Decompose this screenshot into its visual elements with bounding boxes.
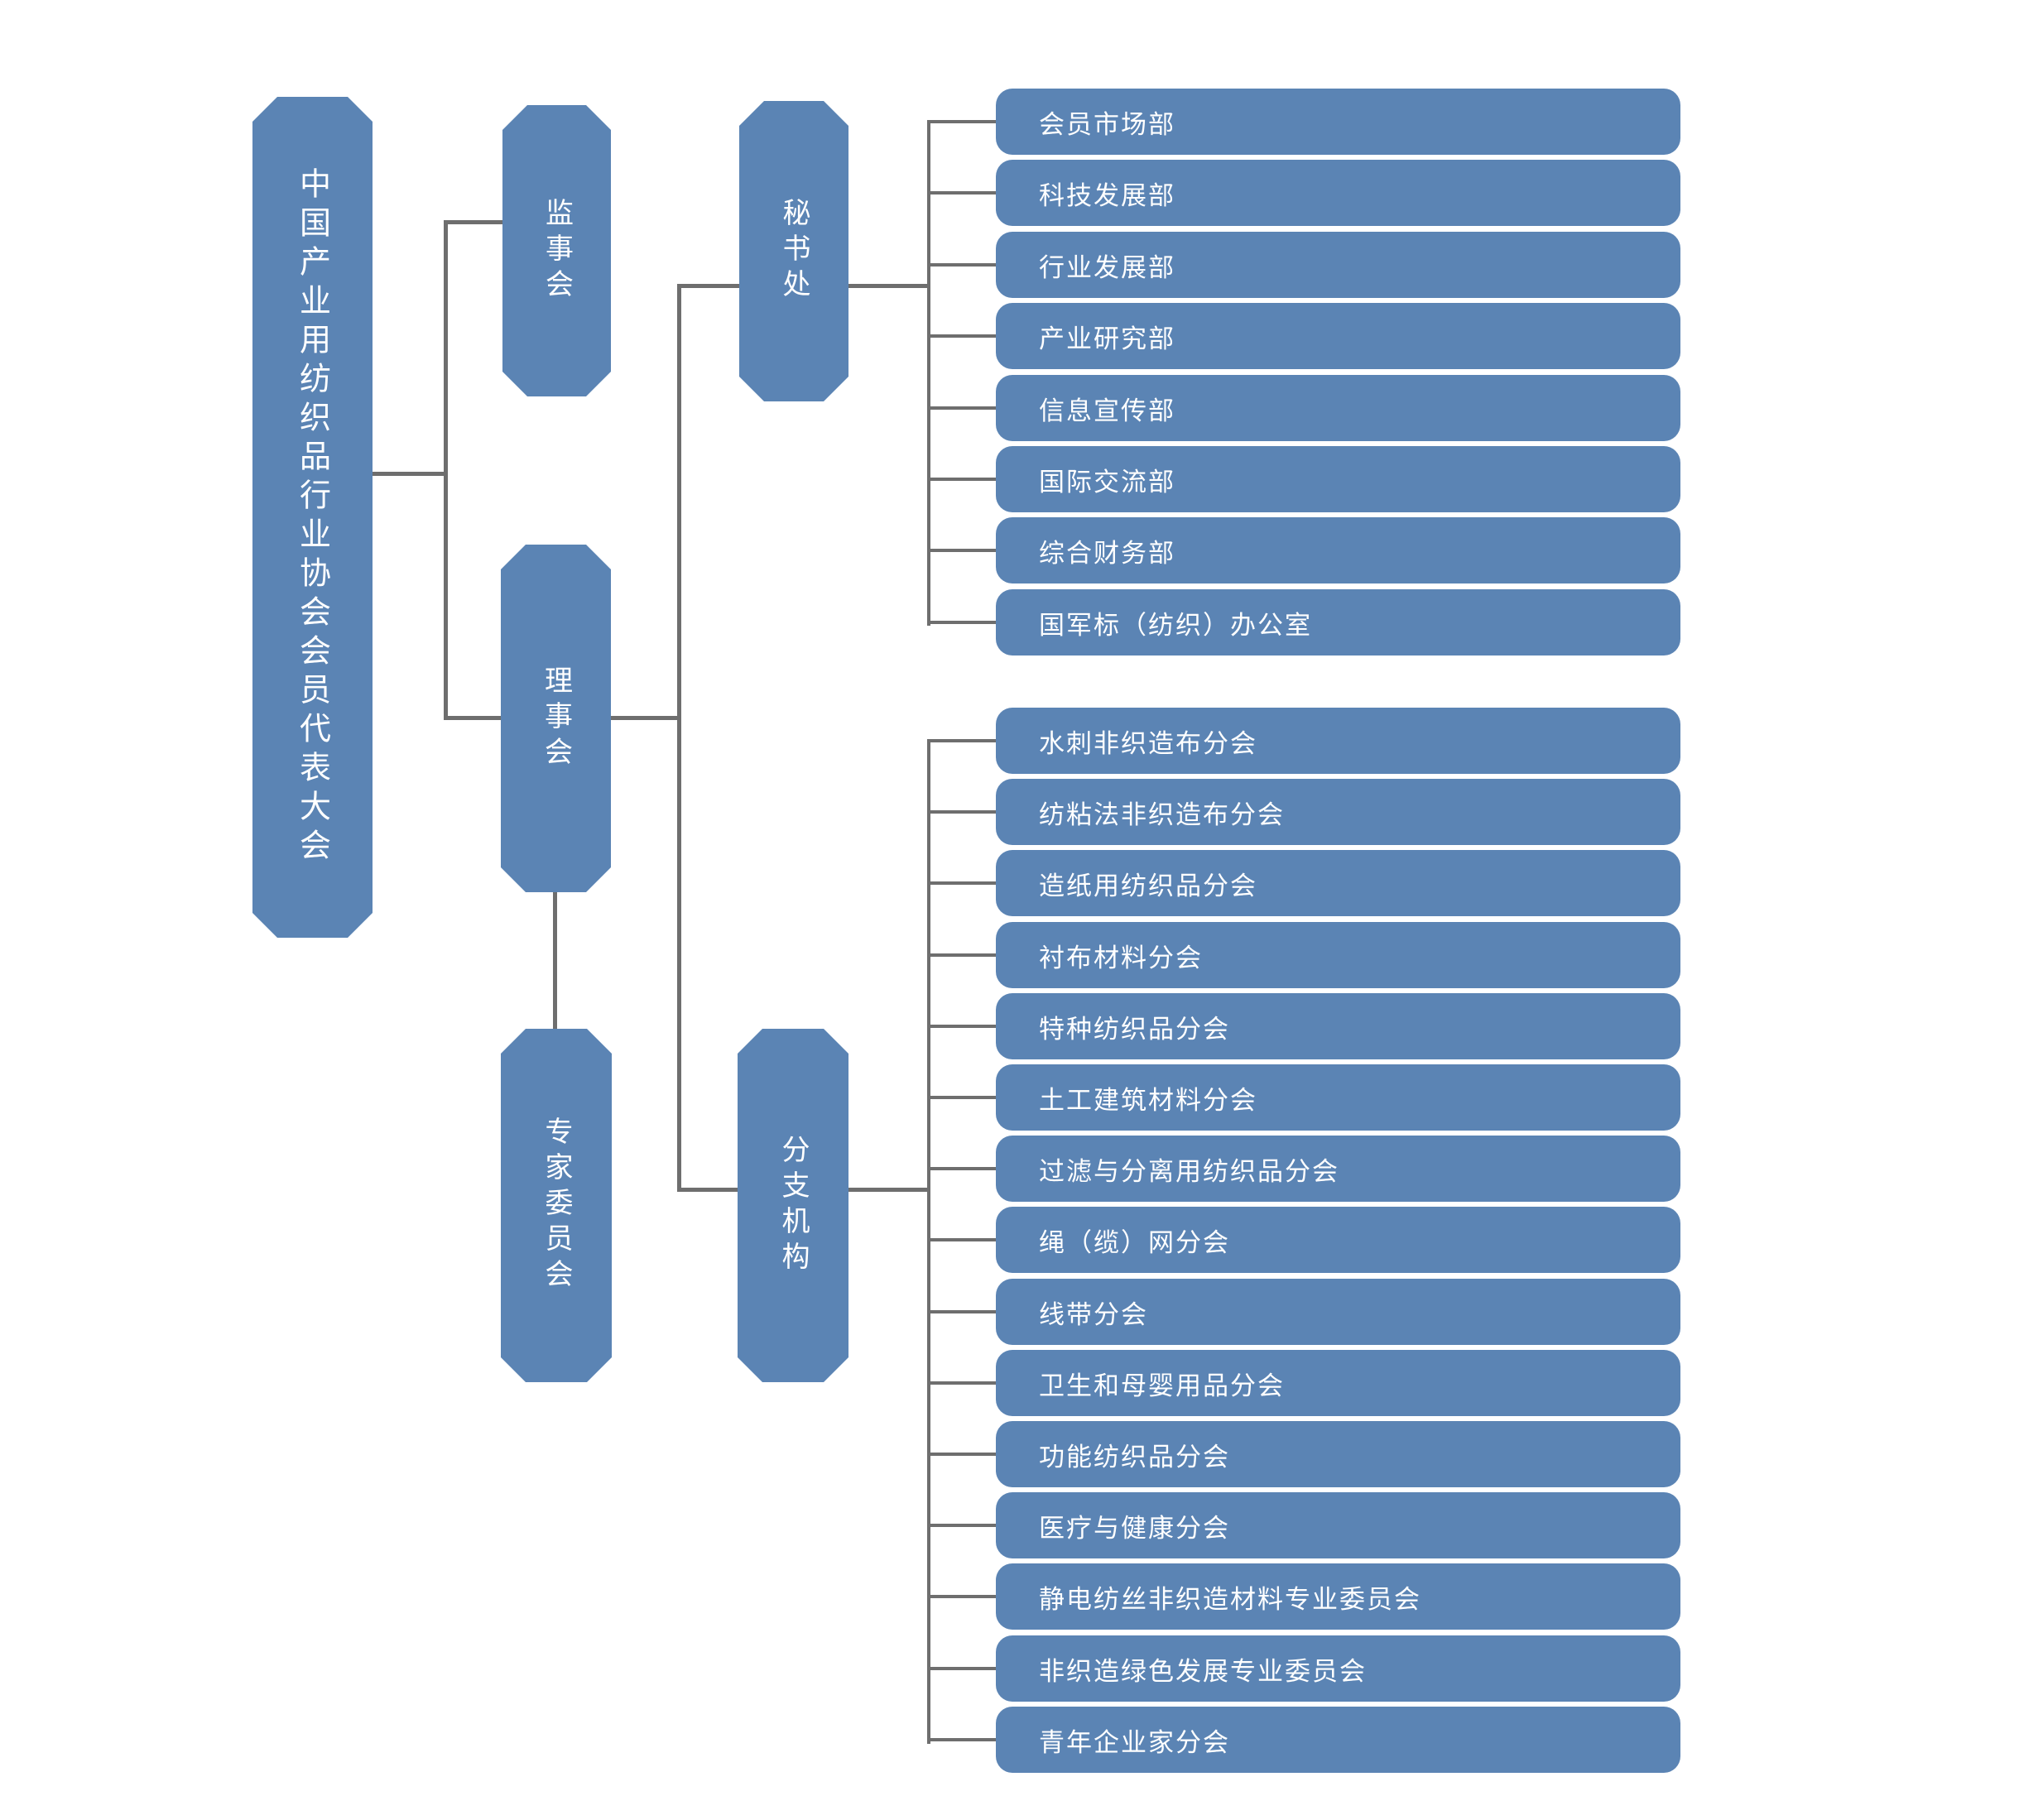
department-node: 行业发展部 [996, 232, 1680, 298]
connector-stub [927, 1595, 996, 1598]
connector-stub [927, 739, 996, 742]
connector-stub [927, 1167, 996, 1170]
branch-node: 过滤与分离用纺织品分会 [996, 1136, 1680, 1202]
connector-stub [927, 810, 996, 814]
council-label: 理事会 [539, 665, 573, 772]
connector-stub [927, 406, 996, 410]
connector-stub [927, 1381, 996, 1385]
supervisory-board-node: 监事会 [502, 105, 611, 396]
branch-node: 衬布材料分会 [996, 922, 1680, 988]
connector-secretariat-out [848, 284, 930, 288]
branch-node: 非织造绿色发展专业委员会 [996, 1635, 1680, 1702]
expert-committee-label: 专家委员会 [540, 1116, 573, 1294]
root-node: 中国产业用纺织品行业协会会员代表大会 [252, 97, 373, 938]
connector-root-to-trunk [373, 472, 448, 476]
branch-node: 水刺非织造布分会 [996, 708, 1680, 774]
branch-node: 静电纺丝非织造材料专业委员会 [996, 1563, 1680, 1630]
department-node: 国军标（纺织）办公室 [996, 589, 1680, 655]
branch-node: 土工建筑材料分会 [996, 1064, 1680, 1131]
connector-stub [927, 1738, 996, 1741]
secretariat-node: 秘书处 [739, 101, 848, 401]
connector-council-to-experts [553, 892, 557, 1029]
connector-stub [927, 1238, 996, 1241]
branch-node: 特种纺织品分会 [996, 993, 1680, 1059]
branch-node: 功能纺织品分会 [996, 1421, 1680, 1487]
connector-stub [927, 953, 996, 957]
department-node: 国际交流部 [996, 446, 1680, 512]
connector-stub [927, 1310, 996, 1313]
connector-supervisory-stub [444, 220, 502, 224]
connector-stub [927, 1025, 996, 1028]
branch-node: 青年企业家分会 [996, 1707, 1680, 1773]
supervisory-board-label: 监事会 [540, 197, 574, 305]
branch-node: 纺粘法非织造布分会 [996, 779, 1680, 845]
department-node: 产业研究部 [996, 303, 1680, 369]
connector-right-trunk [677, 284, 681, 1192]
connector-secretariat-in [677, 284, 739, 288]
connector-stub [927, 1096, 996, 1099]
connector-branch-trunk [927, 739, 930, 1744]
connector-branches-out [848, 1188, 930, 1192]
branch-node: 卫生和母婴用品分会 [996, 1350, 1680, 1416]
branches-label: 分支机构 [776, 1134, 810, 1277]
department-node: 信息宣传部 [996, 375, 1680, 441]
branch-node: 医疗与健康分会 [996, 1492, 1680, 1558]
connector-stub [927, 1453, 996, 1456]
department-node: 综合财务部 [996, 517, 1680, 583]
branch-node: 绳（缆）网分会 [996, 1207, 1680, 1273]
connector-stub [927, 881, 996, 885]
connector-secretariat-trunk [927, 120, 930, 626]
connector-stub [927, 1667, 996, 1670]
connector-stub [927, 191, 996, 194]
connector-stub [927, 120, 996, 123]
connector-stub [927, 478, 996, 481]
connector-council-right [611, 716, 681, 720]
branch-node: 线带分会 [996, 1279, 1680, 1345]
expert-committee-node: 专家委员会 [501, 1029, 612, 1382]
connector-branches-in [677, 1188, 738, 1192]
branch-node: 造纸用纺织品分会 [996, 850, 1680, 916]
department-node: 会员市场部 [996, 89, 1680, 155]
connector-stub [927, 334, 996, 338]
connector-stub [927, 549, 996, 552]
connector-stub [927, 263, 996, 267]
branches-node: 分支机构 [738, 1029, 848, 1382]
connector-council-left [444, 716, 501, 720]
connector-left-trunk [444, 220, 448, 720]
connector-stub [927, 621, 996, 624]
root-node-label: 中国产业用纺织品行业协会会员代表大会 [294, 167, 331, 867]
secretariat-label: 秘书处 [777, 198, 810, 305]
connector-stub [927, 1524, 996, 1527]
department-node: 科技发展部 [996, 160, 1680, 226]
council-node: 理事会 [501, 545, 611, 892]
